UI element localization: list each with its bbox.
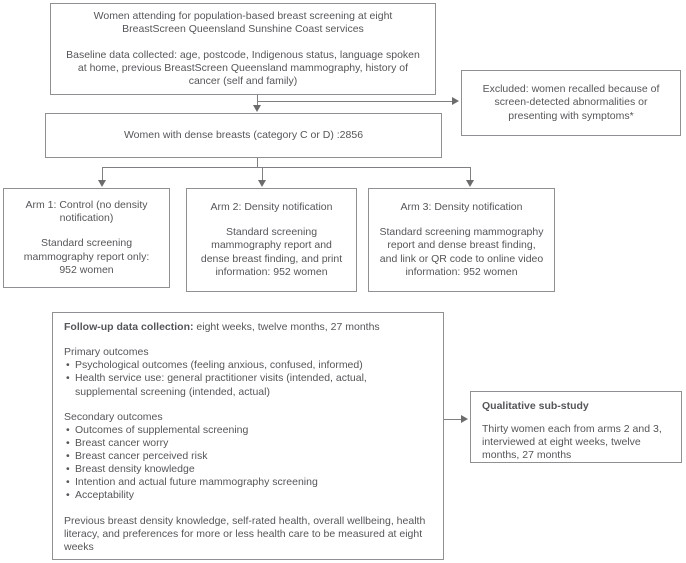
arrow-right-icon: [461, 415, 468, 423]
arm-3-body: Standard screening mammography report an…: [379, 226, 544, 278]
secondary-outcome-item: Breast cancer perceived risk: [64, 450, 432, 463]
followup-heading-bold: Follow-up data collection:: [64, 321, 194, 333]
connector-to-excluded: [257, 101, 453, 102]
intake-paragraph-1: Women attending for population-based bre…: [93, 9, 393, 35]
arrow-down-icon: [253, 105, 261, 112]
qualitative-body: Thirty women each from arms 2 and 3, int…: [482, 423, 662, 462]
primary-outcomes-title: Primary outcomes: [64, 346, 149, 359]
arm-3-box: Arm 3: Density notification Standard scr…: [368, 188, 555, 292]
qualitative-substudy-box: Qualitative sub-study Thirty women each …: [470, 391, 682, 463]
connector-dense-to-distributor: [257, 158, 258, 168]
connector-followup-to-qualitative: [443, 419, 462, 420]
arm-2-title: Arm 2: Density notification: [210, 201, 333, 214]
primary-outcome-item: Psychological outcomes (feeling anxious,…: [64, 359, 432, 372]
arm-1-body: Standard screening mammography report on…: [23, 237, 150, 276]
arrow-down-icon: [98, 180, 106, 187]
secondary-outcome-item: Outcomes of supplemental screening: [64, 424, 432, 437]
excluded-box: Excluded: women recalled because of scre…: [461, 70, 681, 136]
followup-heading-rest: eight weeks, twelve months, 27 months: [193, 321, 380, 333]
dense-breasts-text: Women with dense breasts (category C or …: [123, 128, 364, 141]
secondary-outcome-item: Breast density knowledge: [64, 463, 432, 476]
secondary-outcome-item: Acceptability: [64, 489, 432, 502]
secondary-outcomes-title: Secondary outcomes: [64, 410, 163, 423]
arm-2-body: Standard screening mammography report an…: [200, 226, 343, 278]
arm-1-title: Arm 1: Control (no density notification): [25, 199, 148, 225]
intake-paragraph-2: Baseline data collected: age, postcode, …: [66, 48, 420, 88]
drop-arm3: [470, 167, 471, 181]
arm-1-box: Arm 1: Control (no density notification)…: [3, 188, 170, 288]
arm-3-title: Arm 3: Density notification: [400, 201, 523, 214]
excluded-text: Excluded: women recalled because of scre…: [482, 83, 660, 122]
followup-footer: Previous breast density knowledge, self-…: [64, 514, 426, 553]
distributor-line: [102, 167, 471, 168]
drop-arm2: [262, 167, 263, 181]
primary-outcome-item: Health service use: general practitioner…: [64, 372, 432, 398]
followup-box: Follow-up data collection: eight weeks, …: [52, 312, 444, 560]
secondary-outcome-item: Breast cancer worry: [64, 437, 432, 450]
arrow-down-icon: [466, 180, 474, 187]
intake-box: Women attending for population-based bre…: [50, 3, 436, 95]
drop-arm1: [102, 167, 103, 181]
qualitative-title: Qualitative sub-study: [482, 400, 589, 412]
arrow-down-icon: [258, 180, 266, 187]
followup-heading: Follow-up data collection: eight weeks, …: [64, 321, 432, 334]
arrow-right-icon: [452, 97, 459, 105]
arm-2-box: Arm 2: Density notification Standard scr…: [186, 188, 357, 292]
dense-breasts-box: Women with dense breasts (category C or …: [45, 113, 442, 158]
secondary-outcome-item: Intention and actual future mammography …: [64, 476, 432, 489]
